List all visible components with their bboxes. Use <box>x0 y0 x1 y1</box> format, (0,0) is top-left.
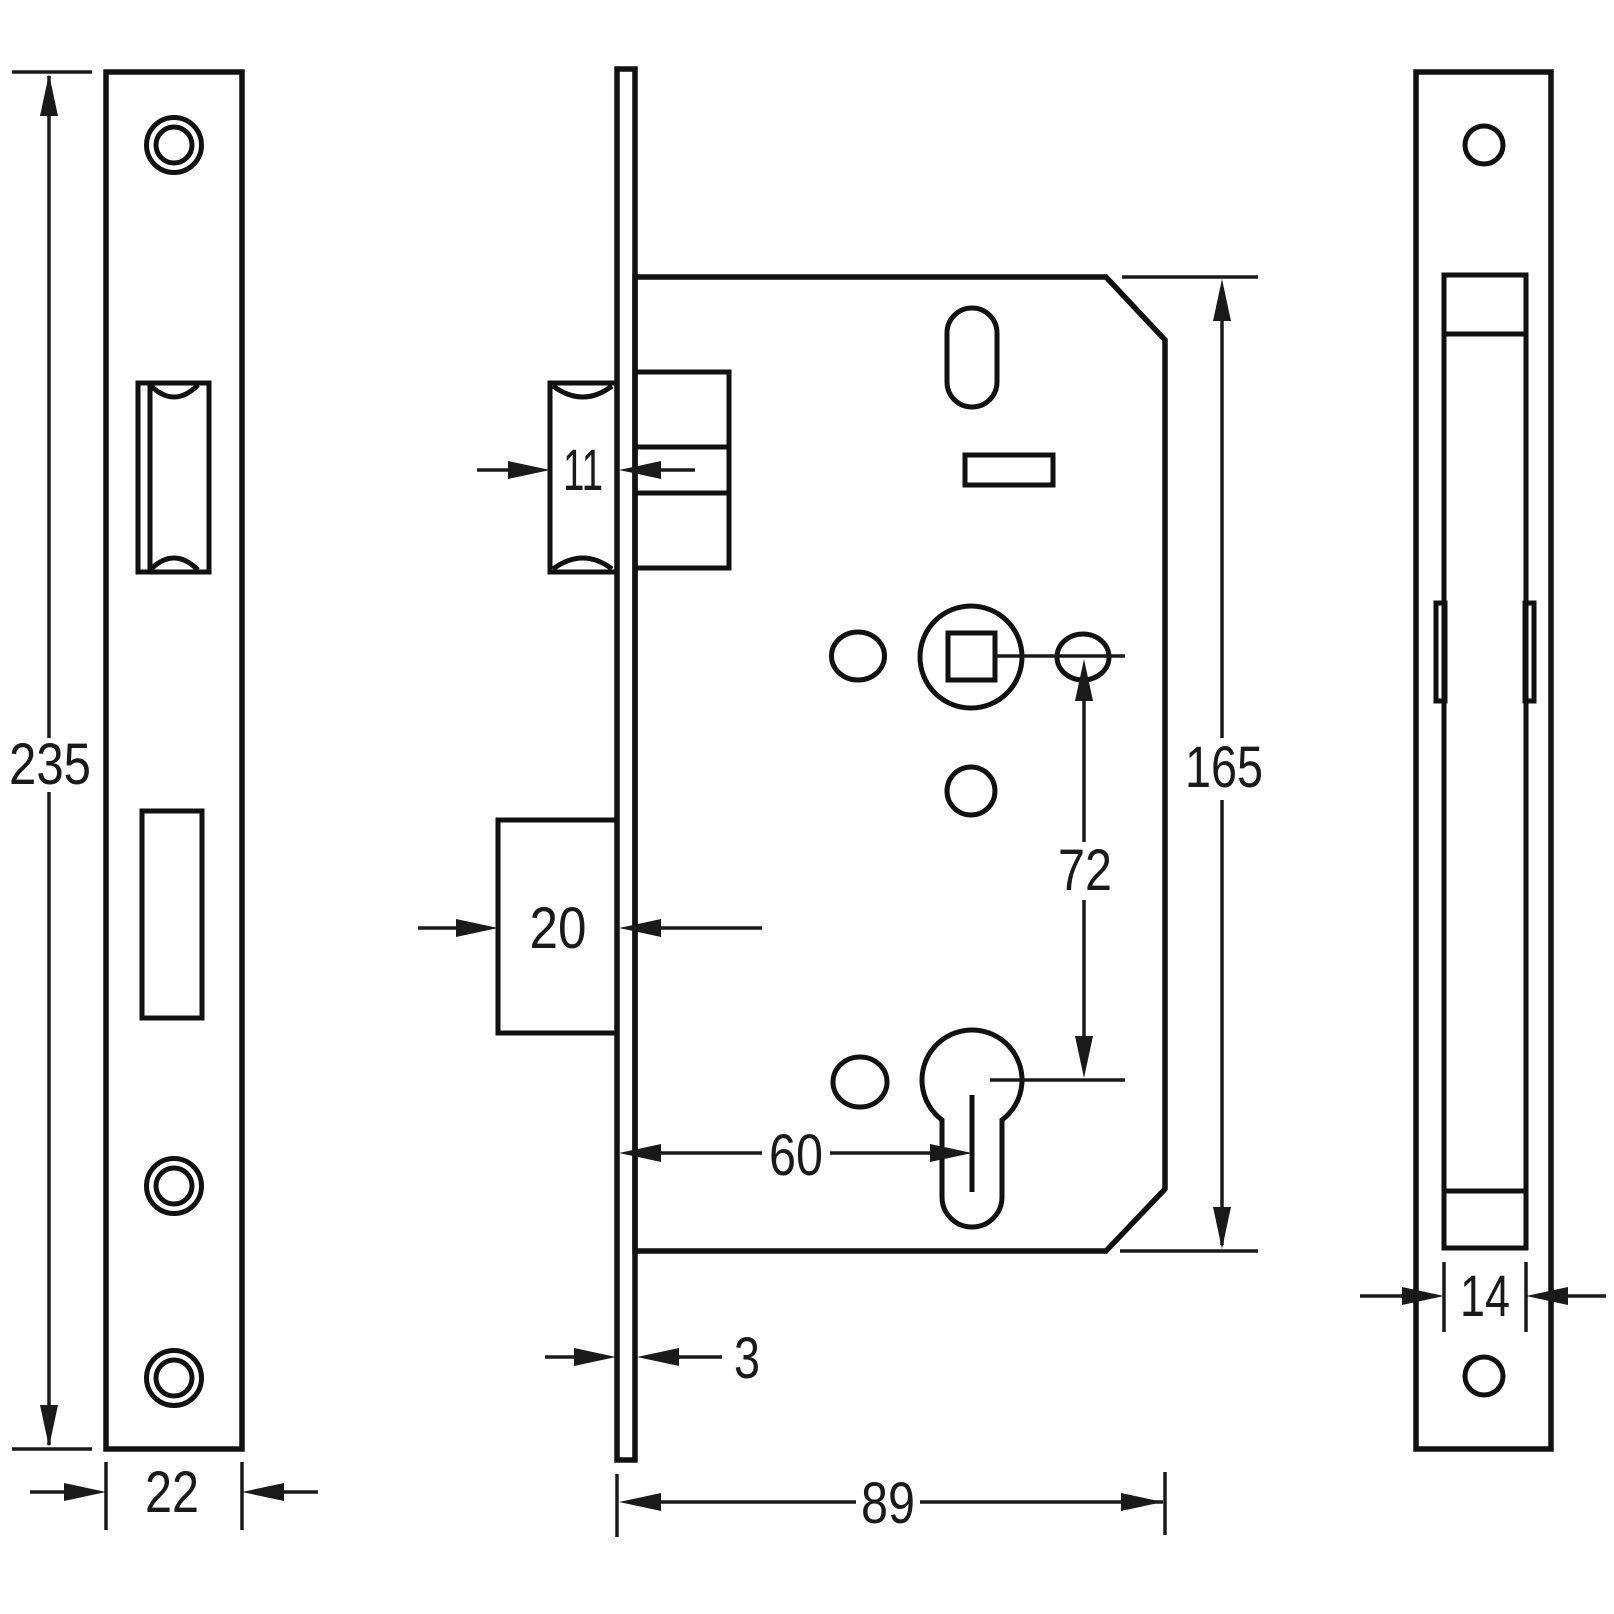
dim-label-body-depth: 89 <box>861 1471 915 1536</box>
rear-plate-outline <box>1413 69 1554 1452</box>
view-case-rear <box>1413 69 1554 1452</box>
faceplate-outline <box>103 69 245 1452</box>
dim-label-faceplate-thickness: 3 <box>734 1326 760 1391</box>
dimension-backset: 60 <box>619 1123 972 1188</box>
spindle-follower <box>829 603 1125 818</box>
euro-cylinder-hole <box>830 1027 1125 1230</box>
latch-head <box>547 380 620 575</box>
dimension-body-height: 165 <box>1120 275 1263 1253</box>
lock-body-outline <box>632 274 1168 1254</box>
dimension-deadbolt-protrusion: 20 <box>418 896 762 961</box>
rear-screw-hole-bottom <box>1462 1354 1506 1398</box>
case-outline <box>1441 272 1529 1251</box>
screw-hole-mid-outer <box>144 1156 204 1216</box>
dimension-case-width: 14 <box>1360 1262 1606 1332</box>
fixing-hole-left <box>829 629 887 683</box>
latch-head-bottom-arc <box>551 555 614 572</box>
dim-label-plate-height: 235 <box>9 732 91 797</box>
latch-cutout <box>135 380 212 575</box>
dim-label-deadbolt-protrusion: 20 <box>530 896 587 961</box>
dim-label-backset: 60 <box>769 1123 823 1188</box>
latch-head-top-arc <box>551 383 614 400</box>
rear-screw-hole-top <box>1462 123 1506 167</box>
screw-hole-top-inner <box>153 124 195 166</box>
screw-hole-top-outer <box>144 115 204 175</box>
follower-boss-right <box>1522 600 1537 704</box>
dim-label-latch-protrusion: 11 <box>563 438 603 503</box>
dimension-follower-to-cylinder: 72 <box>1058 659 1112 1078</box>
dimension-latch-protrusion: 11 <box>477 438 695 503</box>
deadbolt-head <box>495 817 620 1036</box>
dim-label-body-height: 165 <box>1185 735 1263 800</box>
dim-label-plate-width: 22 <box>145 1460 199 1525</box>
fixing-hole-cylinder-left <box>830 1054 890 1110</box>
screw-hole-bottom-outer <box>144 1348 204 1408</box>
dimension-plate-width: 22 <box>30 1460 318 1530</box>
euro-profile-outline <box>919 1027 1025 1230</box>
view-lock-body-side <box>495 66 1168 1463</box>
deadbolt-cutout <box>139 808 205 1021</box>
slot-oval <box>944 305 1000 410</box>
latch-cutout-outline <box>135 380 212 575</box>
screw-hole-bottom-inner <box>153 1357 195 1399</box>
dimension-plate-height: 235 <box>9 70 92 1451</box>
screw-hole-mid-inner <box>153 1165 195 1207</box>
dim-label-case-width: 14 <box>1460 1264 1510 1329</box>
view-faceplate-front <box>103 69 245 1452</box>
follower-boss-left <box>1433 600 1448 704</box>
dimension-body-depth: 89 <box>615 1471 1167 1537</box>
latch-cutout-top-arc <box>148 383 200 400</box>
dim-label-follower-to-cylinder: 72 <box>1058 838 1112 903</box>
dimension-faceplate-thickness: 3 <box>545 1326 760 1391</box>
stop-hole <box>944 764 998 818</box>
spindle-square-hole <box>945 630 998 683</box>
latch-cutout-bottom-arc <box>148 555 200 572</box>
slot-rect <box>962 452 1056 488</box>
